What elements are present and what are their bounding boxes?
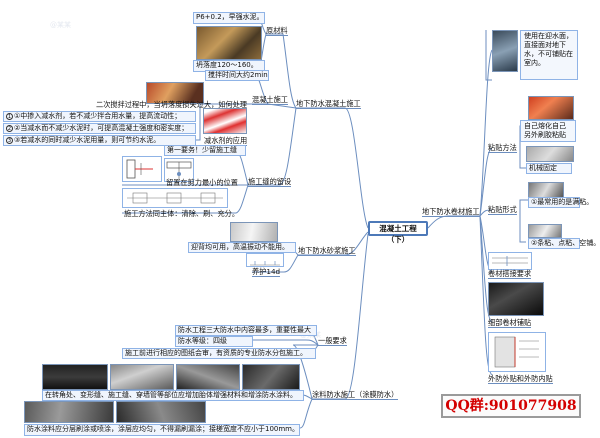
node-level[interactable]: 防水等级：四级 xyxy=(175,336,253,347)
node-coil-t2[interactable]: 自己熔化自己另外刷胶粘贴 xyxy=(520,120,576,142)
reducer-photo xyxy=(203,108,247,134)
node-second-mix: 二次搅拌过程中，当坍落度损失过大，如何处理 xyxy=(96,100,247,109)
node-most[interactable]: 防水工程三大防水中内容最多，重要性最大 xyxy=(175,325,317,336)
node-method: 施工方法同主体：清除、刷、充分。 xyxy=(124,209,240,218)
coil-photo-5 xyxy=(528,224,562,238)
watermark: @某某 xyxy=(50,21,71,29)
coil-photo-2 xyxy=(528,96,574,120)
cure-diagram-svg xyxy=(250,261,280,266)
mortar-photo xyxy=(230,222,278,242)
membrane-photo-4 xyxy=(242,364,300,390)
coil-photo-1 xyxy=(492,30,518,72)
node-mech[interactable]: 机械固定 xyxy=(526,163,572,174)
protect-diagram-svg xyxy=(494,336,539,368)
node-mix-time[interactable]: 搅拌时间大约2min xyxy=(205,70,269,81)
node-shear: 留置在剪力最小的位置 xyxy=(166,178,238,187)
protect-diagram xyxy=(488,332,546,372)
membrane-photo-1 xyxy=(42,364,108,390)
node-full[interactable]: ①最常用的是满粘。 xyxy=(528,197,593,208)
method-diagram xyxy=(122,188,228,208)
branch-coil[interactable]: 地下防水卷材施工 xyxy=(422,207,480,217)
coating-photo-1 xyxy=(24,401,114,423)
node-detail[interactable]: 细部卷材铺贴 xyxy=(488,318,532,328)
shear-diagram-svg xyxy=(166,161,192,179)
lap-diagram-svg xyxy=(492,256,528,266)
node-paste-method[interactable]: 粘贴方法 xyxy=(488,143,517,153)
branch-mortar[interactable]: 地下防水砂浆施工 xyxy=(298,246,356,256)
branch-paint[interactable]: 涂料防水施工（涂膜防水） xyxy=(312,390,399,400)
node-corner[interactable]: 在转角处、变形缝、施工缝、穿墙管等部位应增加胎体增强材料和增涂防水涂料。 xyxy=(42,390,304,401)
membrane-photo-3 xyxy=(176,364,240,390)
node-cure[interactable]: 养护14d xyxy=(252,267,281,277)
node-mix-label[interactable]: 混凝土施工 xyxy=(252,95,288,105)
node-protect[interactable]: 外防外贴和外防内贴 xyxy=(488,374,553,384)
node-raw-material[interactable]: 原材料 xyxy=(266,26,288,36)
joint-diagram xyxy=(122,156,162,182)
node-first[interactable]: 第一要务！少留施工缝 xyxy=(164,145,246,156)
cure-diagram xyxy=(246,253,284,267)
coil-photo-4 xyxy=(528,182,564,198)
method-diagram-svg xyxy=(127,192,223,204)
cement-photo xyxy=(196,26,262,60)
joint-diagram-svg xyxy=(126,159,153,179)
node-strip[interactable]: ②条粘、点粘、空铺。 xyxy=(528,238,600,249)
node-joint-label[interactable]: 施工缝的留设 xyxy=(248,177,292,187)
node-qual[interactable]: 施工前进行相应的图纸会审，有资质的专业防水分包施工。 xyxy=(122,348,316,359)
coating-photo-2 xyxy=(116,401,206,423)
coil-photo-6 xyxy=(488,282,544,316)
reason-1-text: ①中掺入减水剂，若不减少拌合用水量，提高流动性； xyxy=(14,112,182,120)
node-coil-t1[interactable]: 使用在迎水面，直接面对地下水，不可铺贴在室内。 xyxy=(520,30,578,80)
mixer-photo xyxy=(146,82,204,104)
qq-group-badge: QQ群:901077908 xyxy=(441,394,581,418)
reason-2-text: ②当减水而不减少水泥时，可提高混凝土强度和密实度； xyxy=(14,124,189,132)
node-p6[interactable]: P6+0.2，早强水泥。 xyxy=(193,12,265,24)
reason-3-text: ③若减水的同时减少水泥用量，则可节约水泥。 xyxy=(14,136,161,144)
node-layer[interactable]: 防水涂料应分层刷涂或喷涂，涂层应均匀，不得漏刷漏涂；接槎宽度不应小于100mm。 xyxy=(24,424,300,436)
node-back[interactable]: 迎背均可用，高温振动不能用。 xyxy=(188,242,296,253)
shear-diagram xyxy=(164,158,194,182)
membrane-photo-2 xyxy=(110,364,174,390)
lap-diagram xyxy=(488,252,532,270)
branch-concrete[interactable]: 地下防水混凝土施工 xyxy=(296,99,361,109)
central-topic[interactable]: 混凝土工程（下） xyxy=(368,221,428,244)
coil-photo-3 xyxy=(526,146,574,162)
node-general[interactable]: 一般要求 xyxy=(318,336,347,346)
node-lap[interactable]: 卷材搭接要求 xyxy=(488,269,532,279)
node-paste-form[interactable]: 粘贴形式 xyxy=(488,205,517,215)
